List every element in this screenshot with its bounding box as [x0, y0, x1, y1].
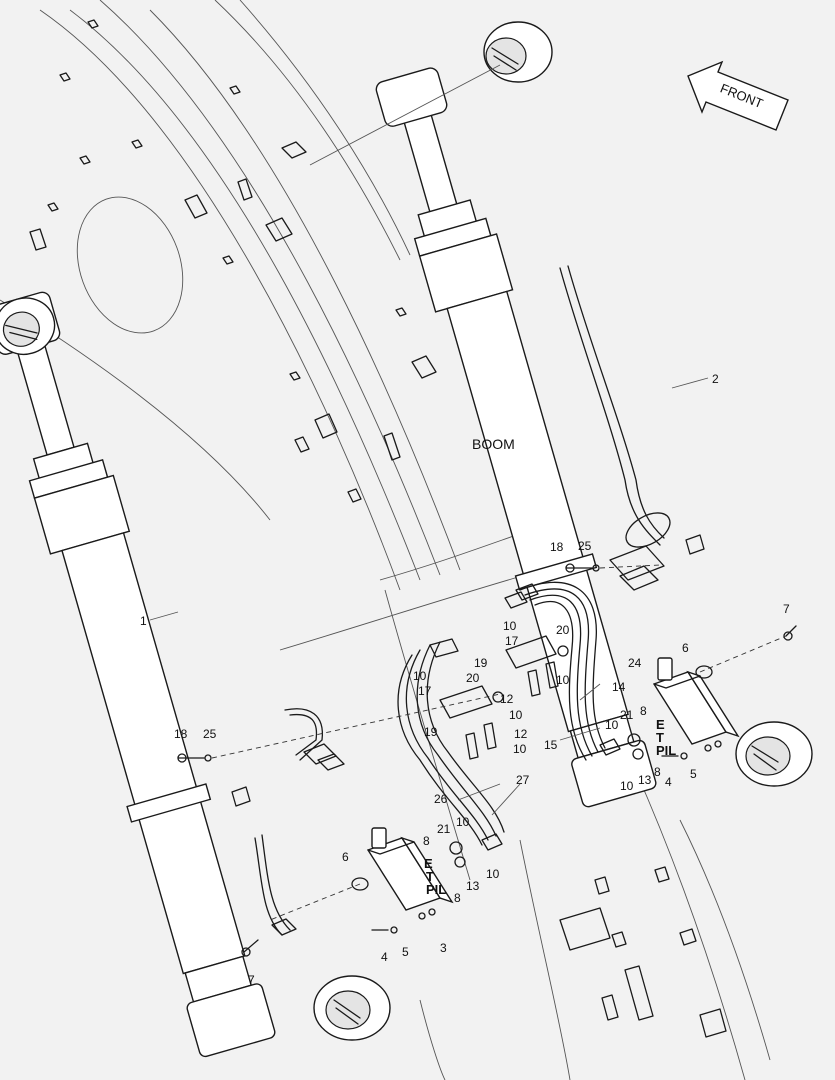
callout-8: 8: [454, 891, 461, 905]
callout-21: 21: [437, 822, 451, 836]
callout-13: 13: [466, 879, 480, 893]
callout-20: 20: [466, 671, 480, 685]
callout-10: 10: [556, 673, 570, 687]
callout-10: 10: [456, 815, 470, 829]
boom-cylinder-left: [0, 291, 391, 1058]
callout-26: 26: [434, 792, 448, 806]
callout-27: 27: [516, 773, 530, 787]
boom-cylinder-right: [375, 21, 813, 808]
callout-8: 8: [654, 765, 661, 779]
callout-24: 24: [628, 656, 642, 670]
callout-10: 10: [486, 867, 500, 881]
callout-17: 17: [418, 684, 432, 698]
safety-valve-right: [652, 657, 740, 752]
callout-5: 5: [402, 945, 409, 959]
callout-7: 7: [783, 602, 790, 616]
bolts: [177, 563, 797, 957]
port-e-right: E: [656, 717, 665, 732]
alignment-lines: [211, 564, 787, 921]
callout-12: 12: [500, 692, 514, 706]
callout-20: 20: [556, 623, 570, 637]
callout-18: 18: [550, 540, 564, 554]
callout-7: 7: [248, 973, 255, 987]
port-labels-left: E T PIL: [424, 856, 446, 897]
callout-17: 17: [505, 634, 519, 648]
boom-label: BOOM: [472, 436, 515, 452]
callout-4: 4: [381, 950, 388, 964]
callout-19: 19: [474, 656, 488, 670]
callout-10: 10: [413, 669, 427, 683]
callout-numbers: 1 2 3 4 4 5 5 6 6 7 7 8 8 8 8 10 10 10 1…: [140, 372, 790, 987]
front-direction-arrow: FRONT: [687, 60, 789, 131]
callout-10: 10: [513, 742, 527, 756]
callout-3: 3: [440, 941, 447, 955]
callout-14: 14: [612, 680, 626, 694]
callout-8: 8: [640, 704, 647, 718]
hydraulic-hose-group: [397, 581, 644, 868]
port-pil-right: PIL: [656, 743, 676, 758]
callout-10: 10: [509, 708, 523, 722]
port-pil-left: PIL: [426, 882, 446, 897]
callout-6: 6: [682, 641, 689, 655]
callout-6: 6: [342, 850, 349, 864]
callout-5: 5: [690, 767, 697, 781]
callout-8: 8: [423, 834, 430, 848]
callout-18: 18: [174, 727, 188, 741]
callout-19: 19: [424, 725, 438, 739]
callout-4: 4: [665, 775, 672, 789]
callout-21: 21: [620, 708, 634, 722]
callout-10: 10: [620, 779, 634, 793]
callout-25: 25: [578, 539, 592, 553]
callout-25: 25: [203, 727, 217, 741]
callout-1: 1: [140, 614, 147, 628]
callout-10: 10: [503, 619, 517, 633]
port-t-left: T: [426, 869, 434, 884]
callout-13: 13: [638, 773, 652, 787]
port-e-left: E: [424, 856, 433, 871]
callout-10: 10: [605, 718, 619, 732]
callout-12: 12: [514, 727, 528, 741]
callout-15: 15: [544, 738, 558, 752]
port-t-right: T: [656, 730, 664, 745]
safety-valve-left: [366, 827, 454, 920]
leader-lines: [149, 64, 709, 816]
callout-2: 2: [712, 372, 719, 386]
port-labels-right: E T PIL: [656, 717, 676, 758]
